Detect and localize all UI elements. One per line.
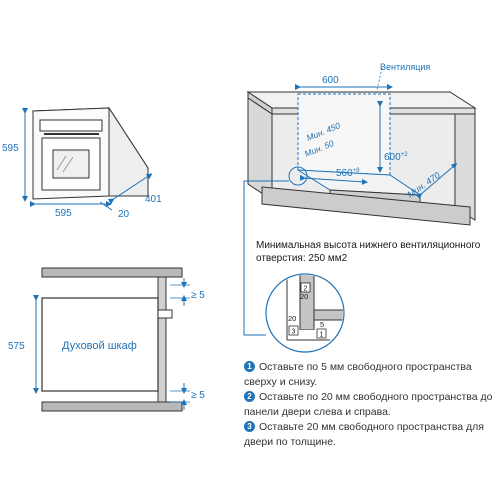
cabinet-right-side bbox=[454, 113, 476, 221]
note-2-number: 2 bbox=[244, 391, 255, 402]
oven-height-label: 595 bbox=[2, 143, 19, 154]
oven-depth-label: 401 bbox=[145, 194, 162, 205]
detail-shelf bbox=[313, 309, 343, 321]
side-height-label: 575 bbox=[8, 341, 25, 352]
cabinet-height-label: 600+2 bbox=[384, 152, 408, 163]
ventilation-label: Вентиляция bbox=[380, 62, 430, 72]
cabinet-left-side bbox=[247, 97, 273, 201]
note-3-text: Оставьте 20 мм свободного пространства д… bbox=[244, 421, 484, 448]
cabinet-depth-label: 560+8 bbox=[336, 168, 360, 179]
detail-marker-2: 2 bbox=[304, 286, 308, 293]
oven-window bbox=[52, 149, 90, 179]
note-1-text: Оставьте по 5 мм свободного пространства… bbox=[244, 361, 472, 388]
note-3-number: 3 bbox=[244, 421, 255, 432]
upper-shelf bbox=[41, 267, 183, 278]
side-section: Духовой шкаф 575 ≥ 5 ≥ 5 bbox=[8, 267, 205, 412]
detail-callout-circle bbox=[288, 166, 308, 186]
detail-marker-3: 3 bbox=[292, 329, 296, 336]
vent-note-line-2: отверстия: 250 мм2 bbox=[256, 253, 348, 264]
detail-marker-1: 1 bbox=[320, 332, 324, 339]
detail-5: 5 bbox=[320, 320, 324, 329]
detail-20-top: 20 bbox=[300, 292, 308, 301]
oven-isometric: 595 595 401 20 bbox=[2, 106, 162, 220]
oven-control-panel bbox=[39, 119, 103, 132]
oven-label: Духовой шкаф bbox=[62, 340, 137, 352]
oven-handle-side bbox=[157, 309, 173, 319]
note-2-text: Оставьте по 20 мм свободного пространств… bbox=[244, 391, 493, 418]
oven-body bbox=[41, 297, 159, 392]
vent-note-line-1: Минимальная высота нижнего вентиляционно… bbox=[256, 240, 481, 251]
cabinet-width-label: 600 bbox=[322, 75, 339, 86]
gap-bottom-label: ≥ 5 bbox=[191, 390, 205, 401]
door-depth-label: 20 bbox=[118, 209, 130, 220]
note-1-number: 1 bbox=[244, 361, 255, 372]
detail-callout-line bbox=[243, 180, 289, 336]
gap-top-label: ≥ 5 bbox=[191, 290, 205, 301]
detail-magnifier: 20 20 5 2 3 1 bbox=[265, 273, 345, 353]
cabinet-isometric: 600 Вентиляция 600+2 Мин. 450 Мин. 50 56… bbox=[243, 62, 477, 336]
oven-width-label: 595 bbox=[55, 208, 72, 219]
detail-20-bottom: 20 bbox=[288, 314, 296, 323]
oven-side-face bbox=[108, 106, 149, 197]
cabinet-wall bbox=[157, 276, 167, 403]
lower-shelf bbox=[41, 401, 183, 412]
